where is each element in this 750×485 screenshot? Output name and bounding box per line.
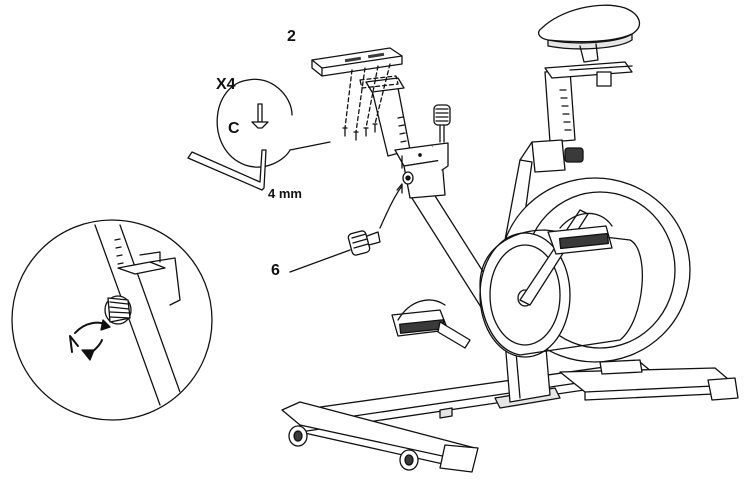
label-screw-c: C: [228, 120, 240, 138]
label-wrench-size: 4 mm: [268, 186, 302, 201]
knob-part: [290, 184, 402, 272]
label-part-2: 2: [287, 28, 296, 46]
label-part-6: 6: [271, 262, 280, 280]
label-quantity: X4: [216, 76, 236, 94]
seat-assembly: [520, 5, 639, 172]
allen-key: [188, 150, 266, 190]
detail-magnifier: [12, 220, 212, 420]
handlebar-post: [372, 88, 450, 198]
